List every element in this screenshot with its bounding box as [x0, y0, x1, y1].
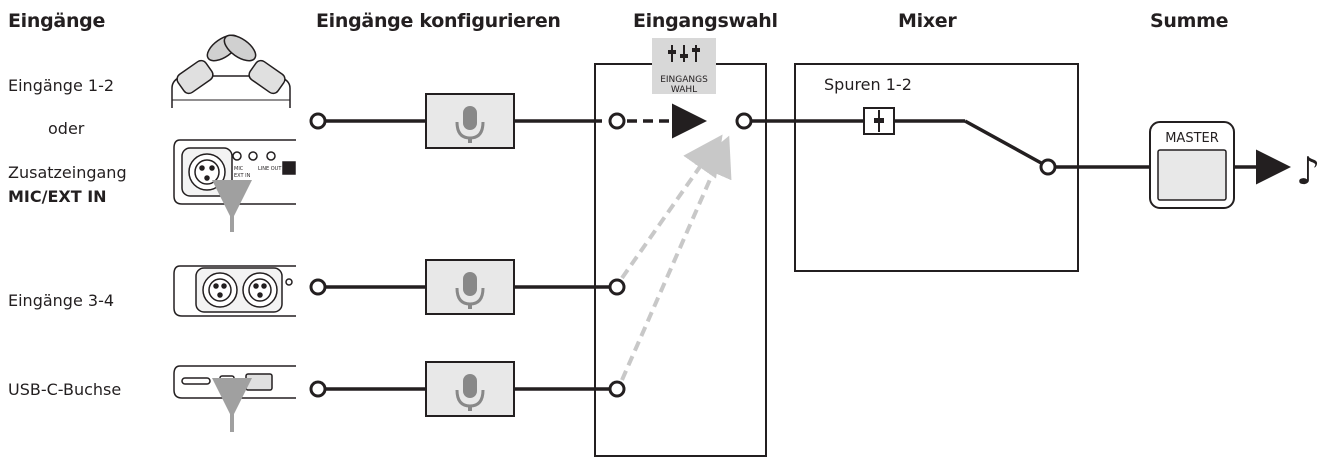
header-sum: Summe	[1150, 10, 1229, 32]
usb-c-device-icon	[173, 365, 296, 399]
mixer-track-label: Spuren 1-2	[824, 75, 912, 94]
label-aux-input: Zusatzeingang	[8, 163, 127, 182]
input-select-icon-label-1: EINGANGS	[660, 75, 708, 85]
microphone-icon	[455, 272, 485, 309]
device-text-mic: MIC	[234, 166, 244, 172]
input-select-icon	[652, 38, 716, 94]
header-configure-inputs: Eingänge konfigurieren	[316, 10, 561, 32]
music-note-icon: ♪	[1296, 149, 1320, 193]
header-mixer: Mixer	[898, 10, 957, 32]
xlr-inputs-3-4-device-icon	[173, 265, 296, 317]
node-select-output	[735, 112, 753, 130]
label-mic-ext-in: MIC/EXT IN	[8, 187, 107, 206]
device-text-ext-in: EXT IN	[234, 173, 251, 179]
node-input-3-4	[309, 278, 327, 296]
device-text-usb: USB	[222, 389, 233, 395]
label-usb-c: USB-C-Buchse	[8, 380, 122, 399]
fader-icon	[863, 107, 895, 135]
signal-line-mixer-bend	[964, 119, 1044, 166]
node-input-1-2	[309, 112, 327, 130]
xy-microphone-device-icon	[171, 34, 291, 108]
mic-ext-in-device-icon	[173, 139, 296, 205]
alt-route-arrow-3-4	[620, 134, 723, 280]
master-box	[1149, 121, 1235, 209]
label-inputs-1-2: Eingänge 1-2	[8, 76, 115, 95]
node-select-3-4	[608, 278, 626, 296]
configure-box-3-4	[425, 259, 515, 315]
label-inputs-3-4: Eingänge 3-4	[8, 291, 115, 310]
device-text-line-out: LINE OUT	[258, 166, 282, 172]
microphone-icon	[455, 374, 485, 411]
mixer-box	[794, 63, 1079, 272]
configure-box-usb	[425, 361, 515, 417]
input-select-icon-label-2: WAHL	[671, 85, 697, 95]
alt-route-arrow-usb	[620, 135, 732, 381]
label-or: oder	[48, 119, 85, 138]
node-input-usb	[309, 380, 327, 398]
header-inputs: Eingänge	[8, 10, 106, 32]
header-input-select: Eingangswahl	[633, 10, 778, 32]
microphone-icon	[455, 106, 485, 143]
configure-box-1-2	[425, 93, 515, 149]
node-select-usb	[608, 380, 626, 398]
node-mixer-output	[1039, 158, 1057, 176]
node-select-1-2	[608, 112, 626, 130]
master-label: MASTER	[1165, 131, 1219, 146]
